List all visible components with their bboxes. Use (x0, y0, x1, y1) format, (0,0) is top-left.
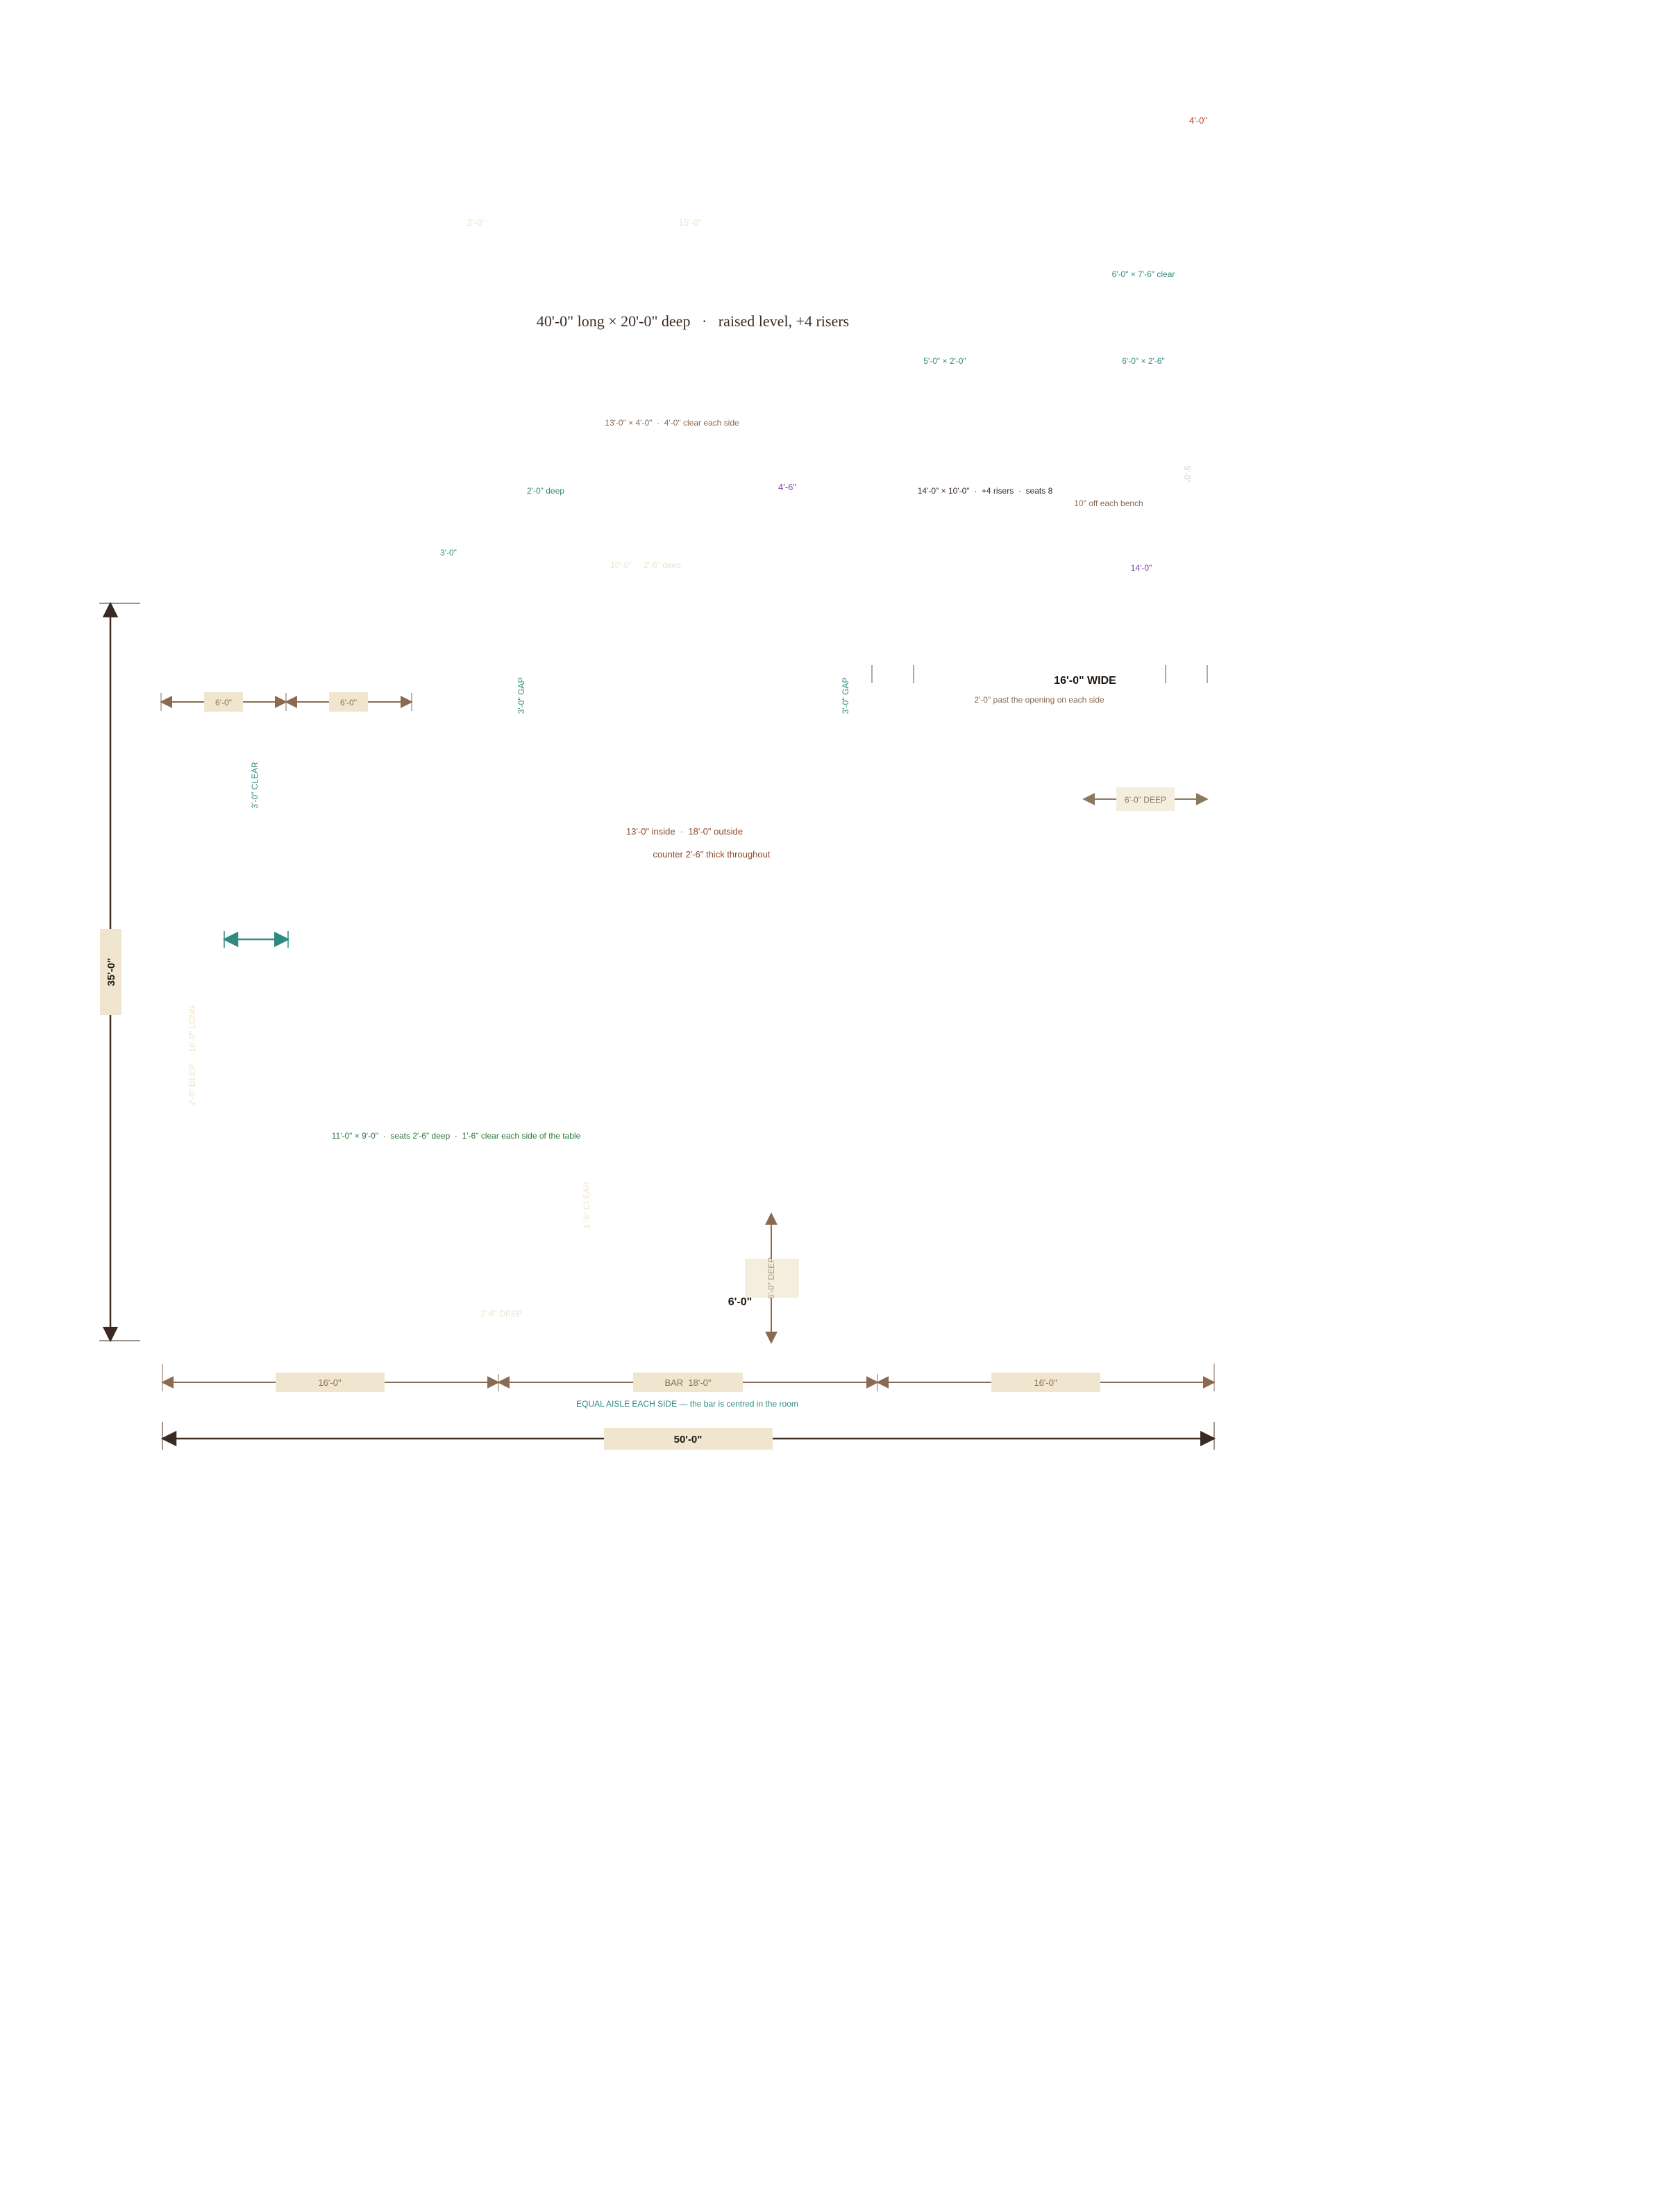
purple-dimension-4-6: 4'-6" (778, 482, 796, 492)
bench-offset-label: 10" off each bench (1074, 498, 1143, 508)
dimension-label-aisle-right: 16'-0" (1034, 1377, 1057, 1388)
counter-thickness-note: counter 2'-6" thick throughout (653, 849, 771, 860)
dimension-label-6ft-b: 6'-0" (340, 698, 357, 707)
opening-width-label: 16'-0" WIDE (1054, 675, 1116, 687)
dimension-label-6ft-a: 6'-0" (215, 698, 232, 707)
dimension-overall-height: 35'-0" (99, 601, 140, 1343)
bar-inside-outside-label: 13'-0" inside · 18'-0" outside (626, 826, 743, 837)
dimension-tag-bar (633, 1373, 743, 1392)
faint-label-top-mid: 15'-0" (678, 217, 702, 228)
top-red-dimension: 4'-0" (1189, 115, 1207, 126)
dimension-teal-small (222, 931, 290, 948)
faint-vertical-label-left: 2'-0" DEEP · 16'-0" LONG (187, 1005, 197, 1106)
dimension-tag-aisle-right (991, 1373, 1100, 1392)
deep-label-2ft: 2'-0" deep (527, 486, 564, 496)
dimension-tag-height (100, 929, 121, 1015)
dimension-label-depth-bottom: 6'-0" DEEP (766, 1257, 776, 1299)
stage-title: 40'-0" long × 20'-0" deep · raised level… (537, 312, 849, 330)
dimension-label-bar: BAR 18'-0" (664, 1377, 711, 1388)
faint-vertical-label-mid: 1'-6" CLEAR (582, 1182, 591, 1229)
clearance-label-3ft: 3'-0" CLEAR (250, 762, 260, 809)
dimension-depth-6ft-bottom: 6'-0" DEEP (745, 1212, 799, 1344)
dimension-overall-width: 50'-0" (160, 1422, 1216, 1450)
dimension-tag-depth-right (1116, 787, 1175, 811)
dimension-tag-6ft-b (329, 692, 368, 712)
gap-label-left: 3'-0" GAP (516, 678, 526, 714)
dimension-label-6ft-bold: 6'-0" (728, 1296, 753, 1308)
faint-vertical-label-right: 5'-0" (1182, 466, 1192, 483)
dimension-label-depth-right: 6'-0" DEEP (1125, 795, 1166, 805)
dimension-string-aisles: 16'-0" BAR 18'-0" 16'-0" (161, 1364, 1216, 1392)
table-label-13x4: 13'-0" × 4'-0" · 4'-0" clear each side (605, 418, 739, 428)
purple-dimension-14: 14'-0" (1131, 563, 1152, 573)
gap-label-right: 3'-0" GAP (841, 678, 850, 714)
dimension-string-6ft-pair: 6'-0" 6'-0" (160, 692, 413, 712)
teal-dimension-3ft: 3'-0" (440, 548, 457, 558)
opening-tick-marks (871, 665, 1208, 683)
size-label-5x2: 5'-0" × 2'-0" (923, 356, 966, 366)
dimension-tag-width (604, 1428, 773, 1450)
size-label-6x2: 6'-0" × 2'-6" (1122, 356, 1164, 366)
clearance-label-6x7: 6'-0" × 7'-6" clear (1112, 269, 1175, 279)
dimension-label-width: 50'-0" (674, 1434, 703, 1446)
dimension-tag-6ft-a (204, 692, 243, 712)
faint-label-10-deep: 10'-0" · 2'-6" deep (610, 560, 681, 570)
dimension-tag-depth-bottom (745, 1259, 799, 1298)
dimension-tag-aisle-left (276, 1373, 385, 1392)
faint-label-top-left: 2'-0" (467, 217, 485, 228)
faint-label-bottom: 2'-6" DEEP (480, 1309, 522, 1318)
booth-label-14x10: 14'-0" × 10'-0" · +4 risers · seats 8 (918, 486, 1053, 496)
equal-aisle-note: EQUAL AISLE EACH SIDE — the bar is centr… (576, 1399, 798, 1409)
dimension-depth-6ft-right: 6'-0" DEEP (1082, 787, 1209, 811)
dimension-label-aisle-left: 16'-0" (318, 1377, 342, 1388)
dimension-label-height: 35'-0" (106, 958, 117, 987)
past-opening-note: 2'-0" past the opening on each side (974, 695, 1104, 705)
table-label-11x9: 11'-0" × 9'-0" · seats 2'-6" deep · 1'-6… (332, 1131, 581, 1141)
